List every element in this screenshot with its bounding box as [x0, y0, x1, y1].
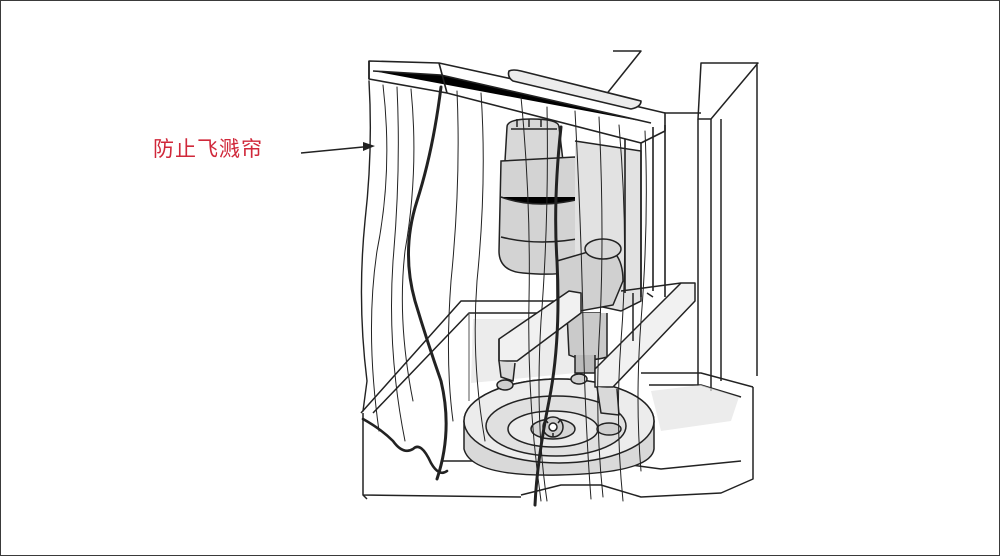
callout-label-splash-curtain: 防止飞溅帘 [153, 137, 263, 161]
machine-column [600, 50, 759, 391]
callout-leader [300, 142, 375, 154]
splash-curtain [360, 80, 647, 507]
curtain-rail [368, 60, 666, 297]
clamp-arm [496, 282, 696, 436]
rotary-table [463, 378, 655, 476]
